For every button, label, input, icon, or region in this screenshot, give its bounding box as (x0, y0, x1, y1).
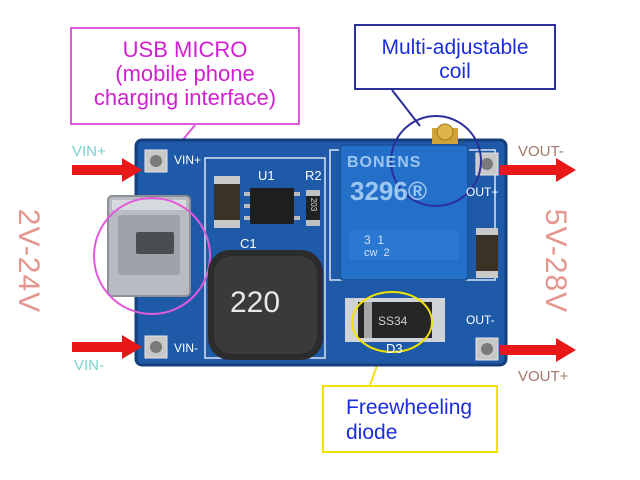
pot-cw: cw 2 (364, 247, 390, 259)
resistor-r2 (306, 190, 320, 226)
pot-marking: 3 1 (364, 233, 385, 247)
adjust-screw (432, 123, 458, 144)
usb-callout-line3: charging interface) (93, 85, 277, 110)
silk-u1: U1 (258, 168, 275, 183)
capacitor-small-right (476, 228, 498, 278)
pad-vin-plus (144, 149, 168, 173)
diode-callout-line1: Freewheeling (346, 396, 473, 419)
label-vout-plus: VOUT+ (518, 368, 569, 385)
silk-vin-minus: VIN- (174, 341, 198, 355)
label-vin-plus: VIN+ (72, 143, 106, 160)
inductor (208, 250, 323, 360)
coil-highlight-circle (390, 115, 482, 207)
arrow-vin-minus (72, 335, 142, 359)
usb-callout-line1: USB MICRO (122, 37, 248, 62)
resistor-marking: 203 (309, 197, 319, 212)
coil-callout-line2: coil (439, 60, 471, 83)
output-voltage-range: 5V-28V (539, 208, 572, 314)
ic-u1 (244, 188, 300, 224)
arrow-vout-minus (500, 158, 576, 182)
silk-out-minus: OUT- (466, 313, 495, 327)
silk-r2: R2 (305, 168, 322, 183)
usb-callout-line2: (mobile phone (115, 61, 255, 86)
input-voltage-range: 2V-24V (12, 208, 45, 314)
usb-micro-connector (107, 195, 191, 297)
silk-out-plus: OUT+ (466, 185, 499, 199)
silk-c1: C1 (240, 236, 257, 251)
diode-callout-line2: diode (346, 421, 398, 444)
diode-highlight-ellipse (351, 291, 433, 353)
pot-model: 3296® (350, 176, 427, 206)
capacitor-small-left (214, 176, 240, 228)
arrow-vout-plus (500, 338, 576, 362)
label-vout-minus: VOUT- (518, 143, 564, 160)
usb-callout: USB MICRO (mobile phone charging interfa… (70, 27, 300, 125)
diode-marking: SS34 (378, 314, 408, 328)
usb-highlight-circle (93, 197, 211, 315)
silk-vin-plus: VIN+ (174, 153, 202, 167)
coil-callout-line1: Multi-adjustable (381, 36, 529, 59)
pot-brand: BONENS (347, 154, 422, 171)
label-vin-minus: VIN- (74, 357, 104, 374)
pad-vout-plus (475, 337, 499, 361)
silk-d3: D3 (386, 341, 403, 356)
diode-callout: Freewheeling diode (322, 385, 498, 453)
potentiometer (339, 144, 469, 281)
pad-vin-minus (144, 335, 168, 359)
arrow-vin-plus (72, 158, 142, 182)
inductor-value: 220 (230, 286, 281, 319)
coil-callout: Multi-adjustable coil (354, 24, 556, 90)
